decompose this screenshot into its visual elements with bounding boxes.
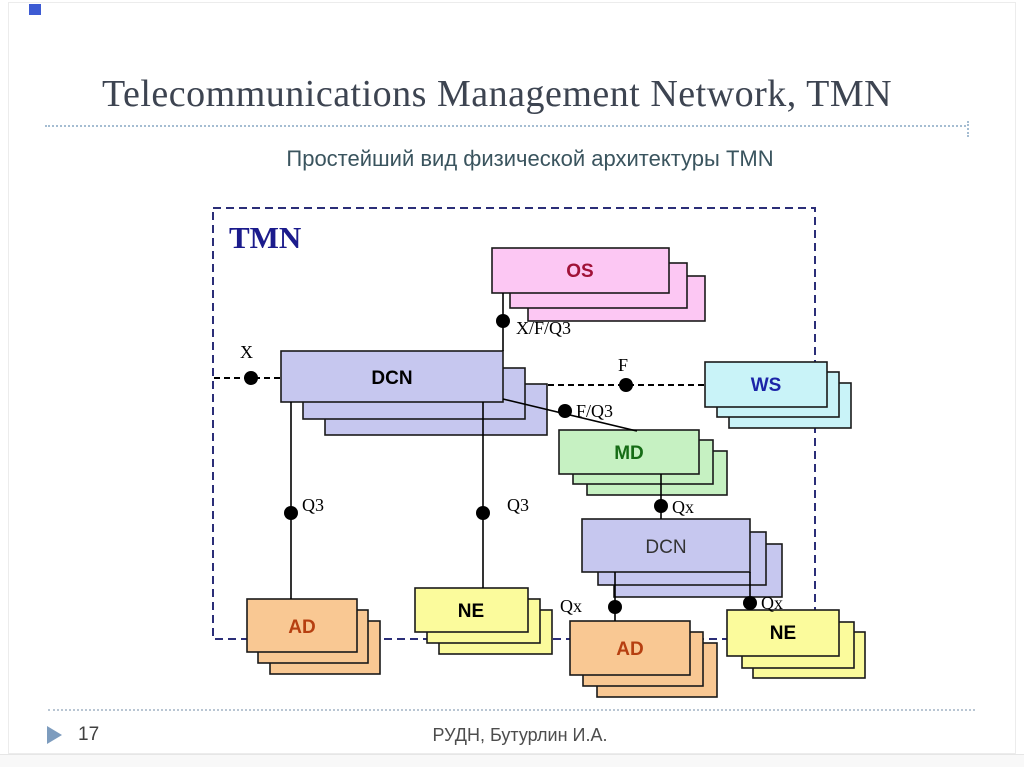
ne-right-node-stack: NE — [726, 609, 866, 679]
qx-bottom-right-interface-dot — [743, 596, 757, 610]
ws-box — [704, 361, 828, 408]
ad-left-node-stack: AD — [246, 598, 381, 675]
footer-bullet-triangle-icon — [47, 726, 62, 744]
ad-right-box — [569, 620, 691, 676]
xfq3-interface-label: X/F/Q3 — [516, 318, 571, 338]
ad-left-box-label: AD — [288, 617, 315, 638]
q3-right-interface-dot — [476, 506, 490, 520]
ad-left-box — [246, 598, 358, 653]
footer-credit: РУДН, Бутурлин И.А. — [432, 725, 608, 745]
xfq3-interface-dot — [496, 314, 510, 328]
slide-title: Telecommunications Management Network, T… — [101, 73, 893, 115]
dcn-top-node-stack: DCN — [280, 350, 548, 436]
qx-top-interface-label: Qx — [672, 497, 694, 517]
os-box — [491, 247, 670, 294]
q3-left-interface-label: Q3 — [302, 495, 324, 515]
qx-bottom-left-interface-dot — [608, 600, 622, 614]
ne-right-box — [726, 609, 840, 657]
md-box-label: MD — [614, 443, 644, 464]
ad-right-box-label: AD — [616, 639, 643, 660]
theme-corner-square — [29, 4, 41, 15]
ws-box-label: WS — [751, 375, 782, 396]
ne-left-box-label: NE — [458, 601, 484, 622]
dcn-top-box — [280, 350, 504, 403]
ad-right-node-stack: AD — [569, 620, 718, 698]
os-node-stack: OS — [491, 247, 706, 322]
os-box-label: OS — [566, 261, 593, 282]
ws-node-stack: WS — [704, 361, 852, 429]
dcn-mid-box — [581, 518, 751, 573]
dcn-mid-box-label: DCN — [645, 537, 686, 558]
page-number: 17 — [78, 724, 100, 745]
f-interface-label: F — [618, 355, 628, 375]
f-interface-dot — [619, 378, 633, 392]
title-divider-dotted — [45, 125, 966, 127]
x-interface-dot — [244, 371, 258, 385]
fq3-interface-label: F/Q3 — [576, 401, 613, 421]
slide-subtitle: Простейший вид физической архитектуры TM… — [286, 146, 774, 171]
ne-left-box — [414, 587, 529, 633]
footer-divider-dotted — [48, 709, 975, 711]
qx-bottom-right-interface-label: Qx — [761, 593, 783, 613]
tmn-boundary-label: TMN — [229, 220, 301, 255]
fq3-interface-dot — [558, 404, 572, 418]
ne-left-node-stack: NE — [414, 587, 553, 655]
dcn-mid-node-stack: DCN — [581, 518, 783, 598]
title-divider-end-tick — [967, 121, 969, 137]
qx-bottom-left-interface-label: Qx — [560, 596, 582, 616]
q3-right-interface-label: Q3 — [507, 495, 529, 515]
qx-top-interface-dot — [654, 499, 668, 513]
md-box — [558, 429, 700, 475]
ne-right-box-label: NE — [770, 623, 796, 644]
slide-bottom-band — [0, 754, 1024, 767]
x-interface-label: X — [240, 342, 253, 362]
q3-left-interface-dot — [284, 506, 298, 520]
md-node-stack: MD — [558, 429, 728, 496]
dcn-top-box-label: DCN — [371, 368, 412, 389]
